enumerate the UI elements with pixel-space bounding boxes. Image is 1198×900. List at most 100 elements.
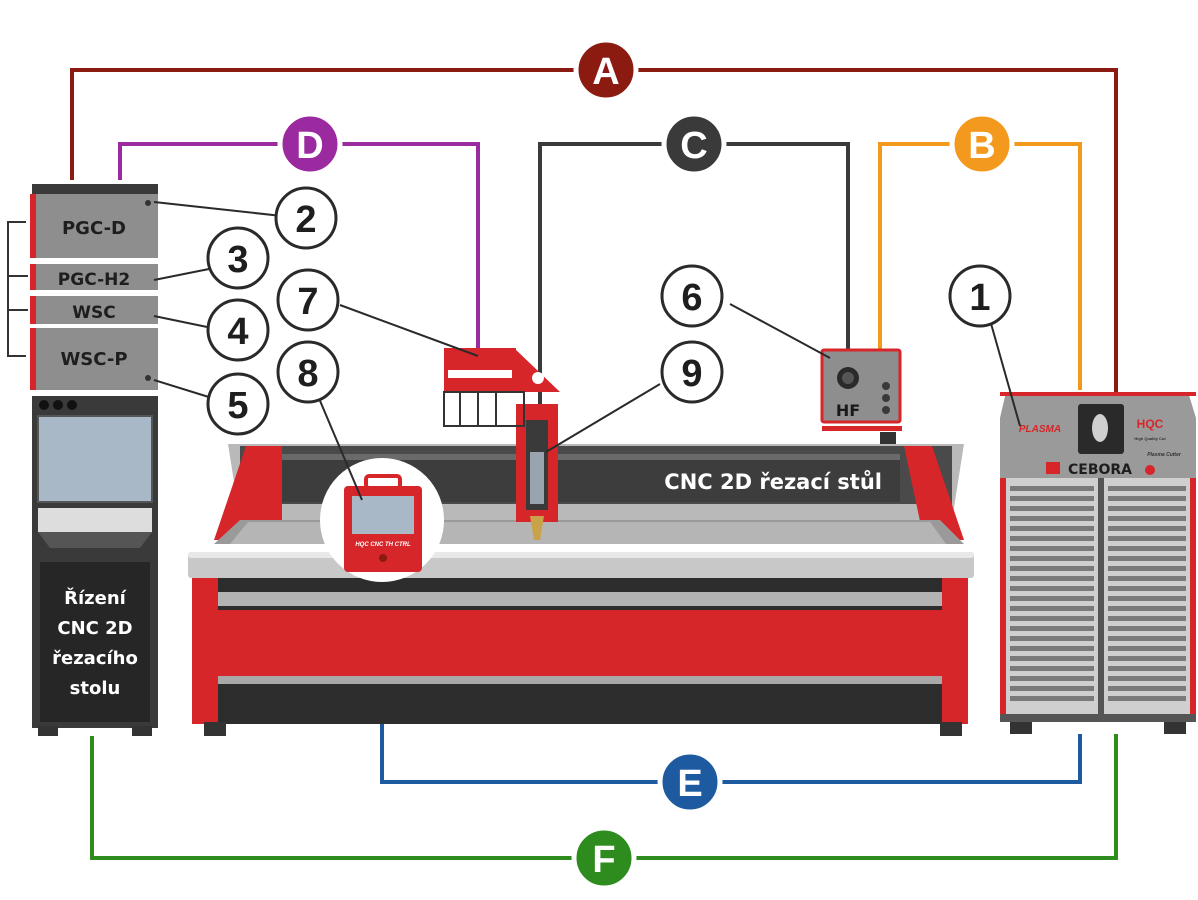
control-cabinet: Řízení CNC 2D řezacího stolu (32, 396, 158, 736)
brand-label: CEBORA (1068, 462, 1132, 478)
vent-slot (1010, 676, 1094, 681)
connection-badge-e: E (657, 749, 723, 815)
vent-slot (1108, 556, 1186, 561)
cabinet-line-2: CNC 2D (57, 618, 132, 639)
control-pendant-bubble: HQC CNC TH CTRL (320, 458, 444, 582)
vent-slot (1108, 686, 1186, 691)
connection-badges: A D C B E F (277, 37, 1015, 891)
module-wsc-label: WSC (72, 303, 115, 323)
callout-2: 2 (274, 186, 338, 250)
module-stack: PGC-D PGC-H2 WSC WSC-P (7, 184, 158, 390)
vent-slot (1010, 566, 1094, 571)
plasma-label: PLASMA (1019, 424, 1061, 435)
vent-slot (1108, 486, 1186, 491)
svg-text:A: A (592, 51, 619, 93)
pendant-screen-label: HQC CNC TH CTRL (355, 542, 411, 548)
module-pgc-h2-label: PGC-H2 (58, 270, 130, 290)
vent-slots (1010, 486, 1186, 701)
svg-text:2: 2 (295, 199, 316, 241)
vent-slot (1010, 596, 1094, 601)
vent-slot (1108, 596, 1186, 601)
svg-text:4: 4 (227, 311, 248, 353)
vent-slot (1108, 646, 1186, 651)
vent-slot (1010, 666, 1094, 671)
hqc-label: HQC (1137, 417, 1164, 431)
table-title: CNC 2D řezací stůl (664, 470, 882, 494)
svg-text:D: D (296, 125, 323, 167)
callout-circles: 2 3 7 4 8 5 6 9 (206, 186, 1012, 436)
svg-text:E: E (677, 763, 702, 805)
svg-text:9: 9 (681, 353, 702, 395)
vent-slot (1010, 576, 1094, 581)
vent-slot (1108, 496, 1186, 501)
cnc-cutting-table: CNC 2D řezací stůl (188, 444, 974, 736)
callout-6: 6 (660, 264, 724, 328)
vent-slot (1108, 656, 1186, 661)
callout-3: 3 (206, 226, 270, 290)
svg-text:5: 5 (227, 385, 248, 427)
cabinet-line-3: řezacího (52, 648, 138, 669)
svg-text:8: 8 (297, 353, 318, 395)
vent-slot (1010, 636, 1094, 641)
module-pgc-d-label: PGC-D (62, 218, 126, 239)
hqc-sub-label: High Quality Cut (1134, 436, 1166, 441)
callout-9: 9 (660, 340, 724, 404)
vent-slot (1010, 546, 1094, 551)
vent-slot (1010, 646, 1094, 651)
vent-slot (1010, 496, 1094, 501)
vent-slot (1108, 626, 1186, 631)
connection-badge-f: F (571, 825, 637, 891)
svg-text:B: B (968, 125, 995, 167)
callout-4: 4 (206, 298, 270, 362)
torch-lifter (516, 404, 558, 540)
callout-8: 8 (276, 340, 340, 404)
svg-text:1: 1 (969, 277, 990, 319)
cabinet-line-1: Řízení (64, 587, 127, 609)
vent-slot (1108, 526, 1186, 531)
vent-slot (1010, 606, 1094, 611)
vent-slot (1010, 656, 1094, 661)
vent-slot (1010, 506, 1094, 511)
svg-text:3: 3 (227, 239, 248, 281)
callout-7: 7 (276, 268, 340, 332)
vent-slot (1010, 586, 1094, 591)
vent-slot (1108, 576, 1186, 581)
subtitle-label: Plasma Cutter (1147, 452, 1182, 458)
hf-label: HF (836, 401, 860, 420)
vent-slot (1108, 696, 1186, 701)
vent-slot (1108, 566, 1186, 571)
vent-slot (1010, 516, 1094, 521)
callout-1: 1 (948, 264, 1012, 328)
vent-slot (1010, 536, 1094, 541)
connection-badge-a: A (573, 37, 639, 103)
module-wsc-p-label: WSC-P (60, 349, 127, 370)
vent-slot (1108, 676, 1186, 681)
callout-5: 5 (206, 372, 270, 436)
svg-text:6: 6 (681, 277, 702, 319)
svg-text:7: 7 (297, 281, 318, 323)
vent-slot (1010, 686, 1094, 691)
svg-text:C: C (680, 125, 707, 167)
connection-badge-d: D (277, 111, 343, 177)
vent-slot (1108, 536, 1186, 541)
hf-unit: HF (820, 348, 902, 444)
vent-slot (1010, 486, 1094, 491)
vent-slot (1010, 616, 1094, 621)
vent-slot (1108, 636, 1186, 641)
cabinet-line-4: stolu (70, 678, 121, 699)
svg-text:F: F (592, 839, 615, 881)
vent-slot (1010, 696, 1094, 701)
vent-slot (1108, 606, 1186, 611)
vent-slot (1108, 616, 1186, 621)
vent-slot (1010, 526, 1094, 531)
vent-slot (1108, 586, 1186, 591)
vent-slot (1108, 546, 1186, 551)
vent-slot (1108, 516, 1186, 521)
vent-slot (1010, 556, 1094, 561)
vent-slot (1108, 506, 1186, 511)
callout-leaders (153, 201, 1021, 501)
vent-slot (1108, 666, 1186, 671)
vent-slot (1010, 626, 1094, 631)
plasma-power-source: PLASMA HQC High Quality Cut Plasma Cutte… (1000, 392, 1196, 734)
gas-console-unit (443, 348, 560, 427)
